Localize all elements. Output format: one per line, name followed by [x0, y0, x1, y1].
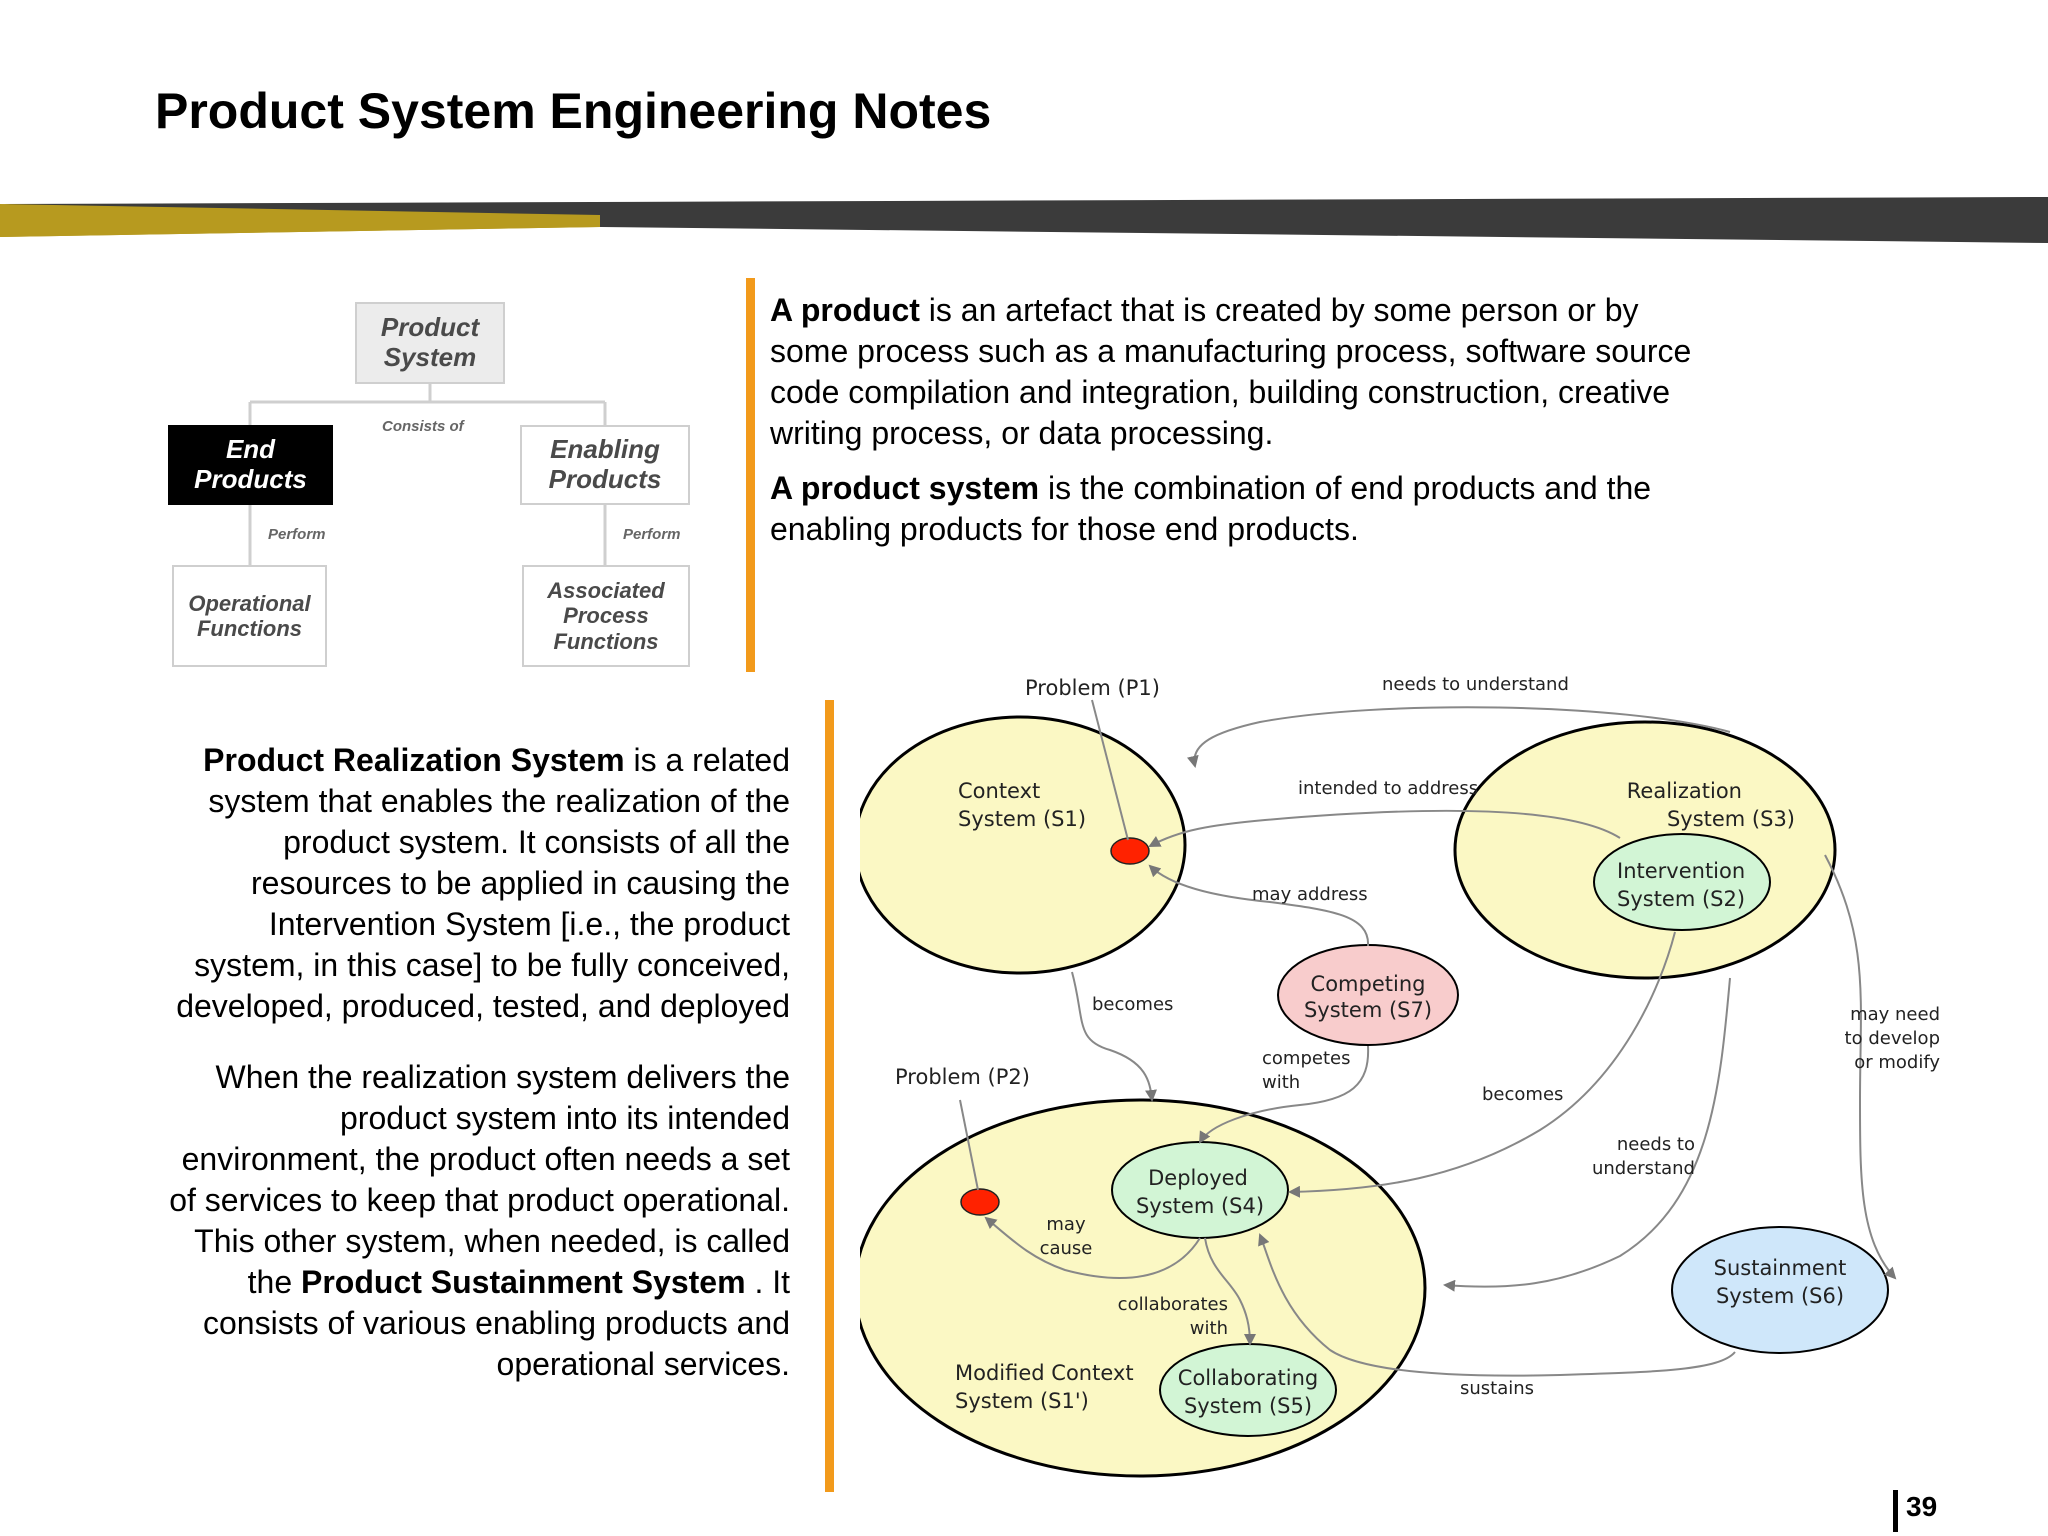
realization-paragraph: Product Realization System is a related … — [176, 742, 790, 1024]
realization-label-1: Realization — [1627, 779, 1742, 803]
p2-pointer-line — [959, 1099, 979, 1191]
realization-label-2: System (S3) — [1667, 807, 1795, 831]
may-cause-label-2: cause — [1040, 1238, 1093, 1259]
may-need-to-develop-arrow — [1824, 854, 1897, 1280]
competes-label-1: competes — [1262, 1048, 1350, 1069]
sustains-label: sustains — [1460, 1378, 1534, 1399]
tree-product-system: Product System — [355, 302, 505, 384]
becomes-left-label: becomes — [1092, 994, 1173, 1015]
context-label-2: System (S1) — [958, 807, 1086, 831]
banner-dark-segment — [0, 197, 2048, 243]
sustainment-label-2: System (S6) — [1716, 1284, 1844, 1308]
may-address-label: may address — [1252, 884, 1368, 905]
competing-label-1: Competing — [1311, 972, 1426, 996]
deployed-label-1: Deployed — [1148, 1166, 1248, 1190]
competes-label-2: with — [1262, 1072, 1300, 1093]
intervention-system-ellipse — [1593, 833, 1771, 931]
tree-enabling-products: Enabling Products — [520, 425, 690, 505]
tree-end-products: End Products — [168, 425, 333, 505]
becomes-right-label: becomes — [1482, 1084, 1563, 1105]
problem-p1-label: Problem (P1) — [1025, 676, 1160, 700]
systems-diagram: Problem (P1) Problem (P2) Context System… — [860, 674, 1940, 1478]
deployed-system-ellipse — [1111, 1141, 1289, 1239]
modified-context-label-2: System (S1') — [955, 1389, 1089, 1413]
diagram-accent-bar — [825, 700, 834, 1492]
p1-pointer-line — [1091, 699, 1129, 841]
may-need-label-1: may need — [1850, 1004, 1940, 1025]
collaborates-label-2: with — [1190, 1318, 1228, 1339]
product-definition: A product is an artefact that is created… — [770, 292, 1692, 451]
deployed-label-2: System (S4) — [1136, 1194, 1264, 1218]
definitions-text: A product is an artefact that is created… — [770, 290, 1710, 564]
may-cause-label-1: may — [1046, 1214, 1086, 1235]
tree-perform-left-label: Perform — [268, 526, 326, 543]
needs-to-understand-arrow — [1186, 706, 1731, 768]
tree-operational-functions: Operational Functions — [172, 565, 327, 667]
competes-with-arrow — [1198, 1045, 1370, 1144]
intervention-label-2: System (S2) — [1617, 887, 1745, 911]
collaborates-with-arrow — [1204, 1237, 1256, 1346]
definitions-accent-bar — [746, 278, 755, 672]
product-system-definition: A product system is the combination of e… — [770, 470, 1652, 547]
intended-to-address-arrow — [1148, 809, 1621, 847]
collaborates-label-1: collaborates — [1118, 1294, 1228, 1315]
sustains-arrow — [1258, 1233, 1736, 1377]
needs-to-label-2: understand — [1592, 1158, 1695, 1179]
may-need-label-2: to develop — [1845, 1028, 1940, 1049]
may-address-arrow — [1148, 864, 1370, 947]
problem-p2-dot — [960, 1188, 1000, 1216]
slide-title: Product System Engineering Notes — [155, 83, 992, 139]
needs-to-label-1: needs to — [1617, 1134, 1695, 1155]
product-system-tree: Product System Consists of End Products … — [160, 290, 720, 680]
sustainment-label-1: Sustainment — [1714, 1256, 1847, 1280]
realization-text-block: Product Realization System is a related … — [150, 740, 790, 1415]
page-number: 39 — [1893, 1490, 1937, 1532]
sustainment-system-ellipse — [1671, 1226, 1889, 1354]
becomes-right-arrow — [1288, 931, 1676, 1198]
competing-label-2: System (S7) — [1304, 998, 1432, 1022]
problem-p2-label: Problem (P2) — [895, 1065, 1030, 1089]
title-banner — [0, 197, 2048, 243]
modified-context-label-1: Modified Context — [955, 1361, 1134, 1385]
tree-perform-right-label: Perform — [623, 526, 681, 543]
intended-to-address-label: intended to address — [1298, 778, 1478, 799]
context-label-1: Context — [958, 779, 1040, 803]
may-cause-arrow — [984, 1216, 1201, 1279]
tree-connectors — [248, 382, 607, 565]
sustainment-paragraph: When the realization system delivers the… — [169, 1059, 790, 1382]
tree-associated-process-functions: Associated Process Functions — [522, 565, 690, 667]
collaborating-label-1: Collaborating — [1178, 1366, 1318, 1390]
becomes-left-arrow — [1071, 971, 1157, 1102]
tree-consists-of-label: Consists of — [382, 418, 464, 435]
banner-gold-overlay — [0, 204, 600, 237]
collaborating-system-ellipse — [1159, 1343, 1337, 1437]
may-need-label-3: or modify — [1854, 1052, 1940, 1073]
needs-to-understand-label: needs to understand — [1382, 674, 1569, 695]
context-system-ellipse — [860, 715, 1187, 975]
problem-p1-dot — [1110, 837, 1150, 865]
needs-to-understand-s6-arrow — [1443, 977, 1731, 1292]
collaborating-label-2: System (S5) — [1184, 1394, 1312, 1418]
intervention-label-1: Intervention — [1617, 859, 1745, 883]
